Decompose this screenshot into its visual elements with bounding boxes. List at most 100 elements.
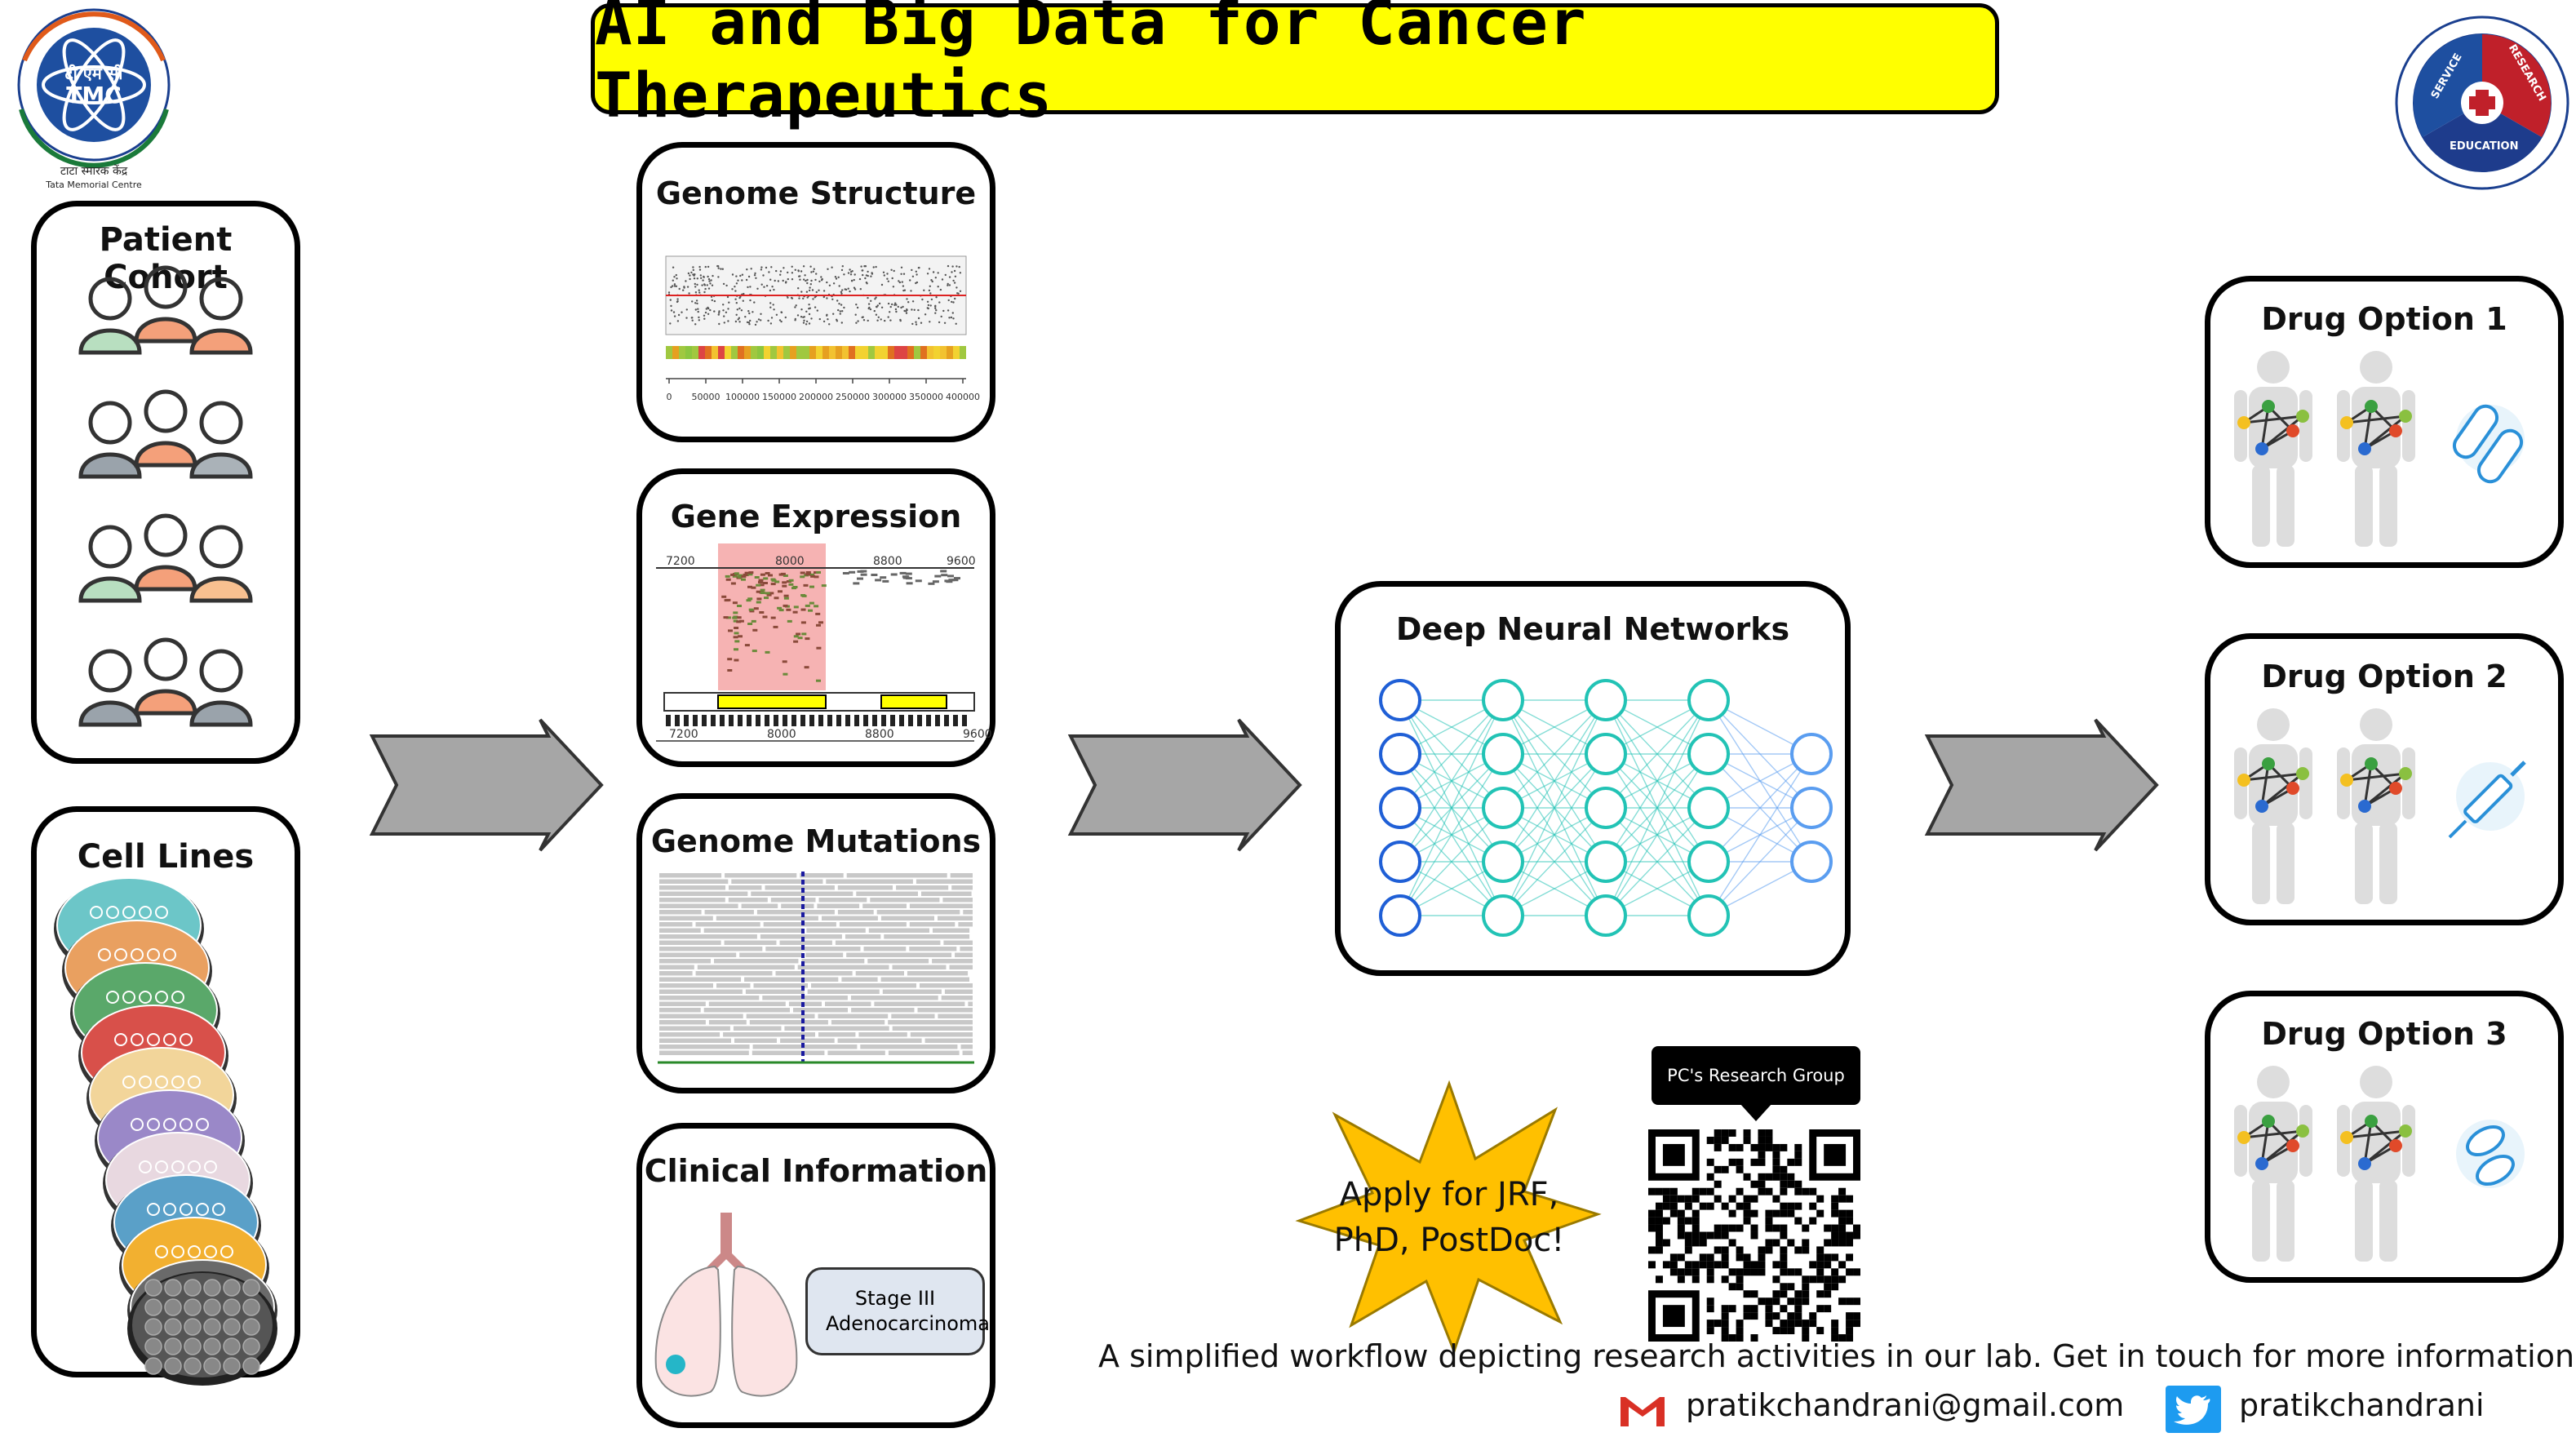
copy-number-point xyxy=(700,277,703,279)
qr-module xyxy=(1758,1246,1766,1254)
qr-module xyxy=(1743,1209,1751,1218)
alignment-read xyxy=(932,959,973,964)
copy-number-point xyxy=(808,322,811,325)
alignment-read xyxy=(880,916,934,920)
qr-module xyxy=(1743,1136,1751,1144)
copy-number-point xyxy=(670,309,673,312)
expression-read xyxy=(734,659,739,662)
copy-number-point xyxy=(726,295,729,299)
expression-read xyxy=(797,637,803,640)
alignment-read xyxy=(659,1050,749,1055)
copy-number-point xyxy=(897,305,899,308)
copy-number-point xyxy=(880,306,884,308)
copy-number-point xyxy=(815,291,818,294)
qr-module xyxy=(1772,1173,1780,1181)
alignment-read xyxy=(765,947,861,951)
copy-number-point xyxy=(838,285,840,287)
email-link[interactable]: pratikchandrani@gmail.com xyxy=(1686,1387,2125,1423)
qr-module xyxy=(1816,1305,1824,1313)
copy-number-point xyxy=(906,298,908,300)
alignment-read xyxy=(659,996,760,1000)
qr-module xyxy=(1765,1209,1773,1218)
tmc-mark: TMC xyxy=(66,82,122,109)
gene-expression-top-tick-label: 8000 xyxy=(775,555,805,568)
twitter-handle[interactable]: pratikchandrani xyxy=(2239,1387,2485,1423)
copy-number-point xyxy=(727,320,729,322)
qr-module xyxy=(1816,1209,1824,1218)
network-node xyxy=(2340,1131,2353,1144)
annotation-bar xyxy=(962,715,967,726)
expression-read xyxy=(815,612,821,615)
expression-read xyxy=(947,574,954,578)
copy-number-point xyxy=(749,286,752,288)
qr-module xyxy=(1758,1129,1766,1137)
expression-read xyxy=(899,571,907,574)
qr-module xyxy=(1743,1129,1751,1137)
copy-number-point xyxy=(734,320,738,323)
copy-number-point xyxy=(952,317,955,320)
copy-number-point xyxy=(886,273,889,275)
copy-number-point xyxy=(763,286,765,288)
copy-number-point xyxy=(809,283,812,286)
expression-read xyxy=(756,590,761,593)
expression-read xyxy=(860,573,867,576)
expression-read xyxy=(906,582,913,585)
alignment-read xyxy=(868,928,929,933)
alignment-read xyxy=(708,1020,747,1025)
copy-number-point xyxy=(928,289,931,292)
copy-number-point xyxy=(672,279,674,282)
qr-module xyxy=(1743,1268,1751,1276)
qr-module xyxy=(1846,1209,1854,1218)
copy-number-point xyxy=(826,314,828,317)
nn-node xyxy=(1379,894,1421,937)
copy-number-point xyxy=(708,280,711,282)
copy-number-point xyxy=(875,313,878,316)
patient-person-icon xyxy=(189,525,253,603)
expression-read xyxy=(732,574,738,578)
qr-module xyxy=(1677,1253,1685,1262)
qr-code[interactable] xyxy=(1648,1129,1860,1342)
alignment-read xyxy=(780,1038,835,1043)
expression-read xyxy=(944,579,951,583)
copy-number-point xyxy=(837,308,840,312)
nn-node xyxy=(1482,679,1524,721)
copy-number-point xyxy=(689,274,691,277)
qr-module xyxy=(1699,1231,1707,1240)
alignment-read xyxy=(703,1008,790,1013)
copy-number-segment xyxy=(894,346,901,359)
qr-module xyxy=(1787,1312,1795,1320)
copy-number-segment xyxy=(738,346,744,359)
copy-number-point xyxy=(798,297,800,299)
copy-number-point xyxy=(895,304,898,306)
nn-node xyxy=(1482,787,1524,829)
copy-number-point xyxy=(742,299,744,302)
copy-number-point xyxy=(937,286,939,288)
copy-number-segment xyxy=(764,346,770,359)
qr-module xyxy=(1721,1246,1729,1254)
qr-module xyxy=(1750,1231,1758,1240)
copy-number-point xyxy=(794,319,796,322)
patient-person-icon xyxy=(78,277,142,355)
alignment-read xyxy=(695,922,760,927)
qr-module xyxy=(1787,1327,1795,1335)
expression-read xyxy=(763,577,769,580)
copy-number-point xyxy=(756,321,758,323)
annotation-bar xyxy=(675,715,680,726)
copy-number-point xyxy=(948,284,951,286)
expression-read xyxy=(759,611,765,614)
tablet-icon xyxy=(2456,1120,2525,1188)
copy-number-point xyxy=(839,310,841,313)
qr-module xyxy=(1728,1143,1736,1151)
alignment-read xyxy=(659,1008,701,1013)
qr-module xyxy=(1743,1261,1751,1269)
copy-number-point xyxy=(757,318,760,321)
copy-number-point xyxy=(955,286,958,289)
expression-read xyxy=(818,621,823,624)
qr-module xyxy=(1780,1253,1788,1262)
copy-number-point xyxy=(877,316,880,318)
qr-module xyxy=(1684,1268,1692,1276)
copy-number-point xyxy=(736,308,738,311)
expression-read xyxy=(753,607,759,610)
qr-module xyxy=(1846,1239,1854,1247)
expression-read xyxy=(732,601,738,605)
